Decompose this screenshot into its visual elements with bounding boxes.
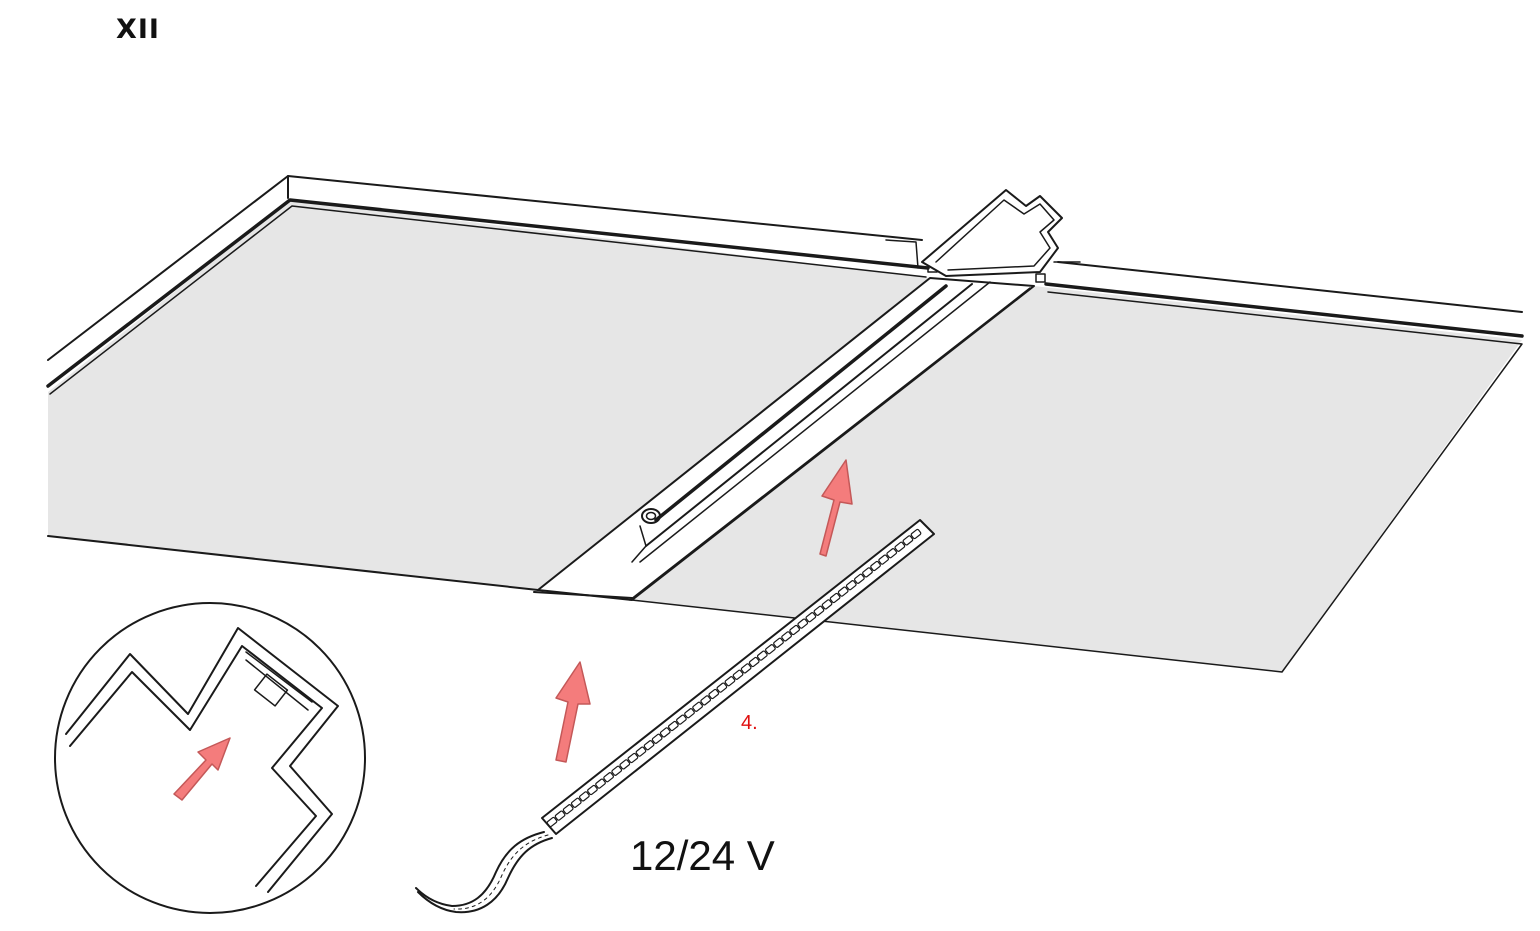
led-chip bbox=[845, 580, 857, 591]
led-chip bbox=[853, 573, 865, 584]
led-chip bbox=[773, 637, 784, 648]
led-chip bbox=[870, 560, 881, 572]
up-arrow-icon bbox=[819, 459, 853, 557]
led-chip bbox=[740, 663, 752, 674]
profile-cross-section bbox=[921, 189, 1063, 277]
step-label: XII bbox=[116, 14, 160, 45]
led-chip bbox=[716, 682, 728, 693]
led-chip bbox=[797, 618, 809, 629]
led-chip bbox=[732, 669, 744, 680]
led-chip bbox=[554, 810, 566, 821]
left-ceiling-panel bbox=[46, 175, 930, 591]
led-chip bbox=[724, 676, 736, 687]
led-chip bbox=[684, 708, 695, 719]
led-chip bbox=[886, 548, 898, 559]
led-chip bbox=[700, 695, 712, 706]
led-chip bbox=[708, 688, 720, 700]
led-strip bbox=[415, 519, 935, 914]
led-chip bbox=[756, 650, 768, 661]
led-chip bbox=[570, 797, 582, 808]
up-arrow-icon bbox=[173, 737, 231, 801]
voltage-label: 12/24 V bbox=[630, 832, 775, 879]
up-arrow-icon bbox=[555, 661, 591, 763]
led-chip bbox=[651, 733, 663, 744]
led-chip bbox=[805, 612, 817, 623]
led-chip bbox=[627, 752, 639, 764]
led-chip bbox=[603, 772, 615, 783]
led-chip bbox=[821, 599, 833, 610]
led-chip bbox=[667, 720, 679, 732]
led-chip bbox=[643, 740, 655, 751]
led-chip bbox=[635, 746, 647, 757]
led-chip bbox=[878, 554, 890, 565]
led-chip bbox=[813, 605, 825, 616]
led-chip bbox=[619, 759, 631, 770]
order-number-label: 4. bbox=[741, 712, 758, 734]
led-chip bbox=[587, 784, 598, 796]
led-chips bbox=[546, 528, 922, 828]
led-chip bbox=[611, 765, 623, 776]
led-chip bbox=[578, 791, 590, 802]
led-cable bbox=[415, 831, 545, 907]
led-chip bbox=[595, 778, 606, 789]
led-chip bbox=[676, 714, 687, 725]
led-chip bbox=[910, 528, 922, 540]
led-chip bbox=[781, 631, 792, 642]
led-chip bbox=[765, 644, 776, 655]
led-chip bbox=[902, 535, 914, 546]
led-chip bbox=[837, 586, 849, 597]
led-chip bbox=[546, 816, 558, 828]
led-chip bbox=[894, 541, 906, 552]
led-chip bbox=[829, 592, 841, 604]
led-chip bbox=[692, 701, 703, 712]
led-chip bbox=[659, 727, 671, 738]
led-chip bbox=[748, 656, 760, 668]
led-chip bbox=[862, 567, 873, 578]
led-chip bbox=[562, 804, 574, 815]
led-chip bbox=[789, 624, 801, 636]
